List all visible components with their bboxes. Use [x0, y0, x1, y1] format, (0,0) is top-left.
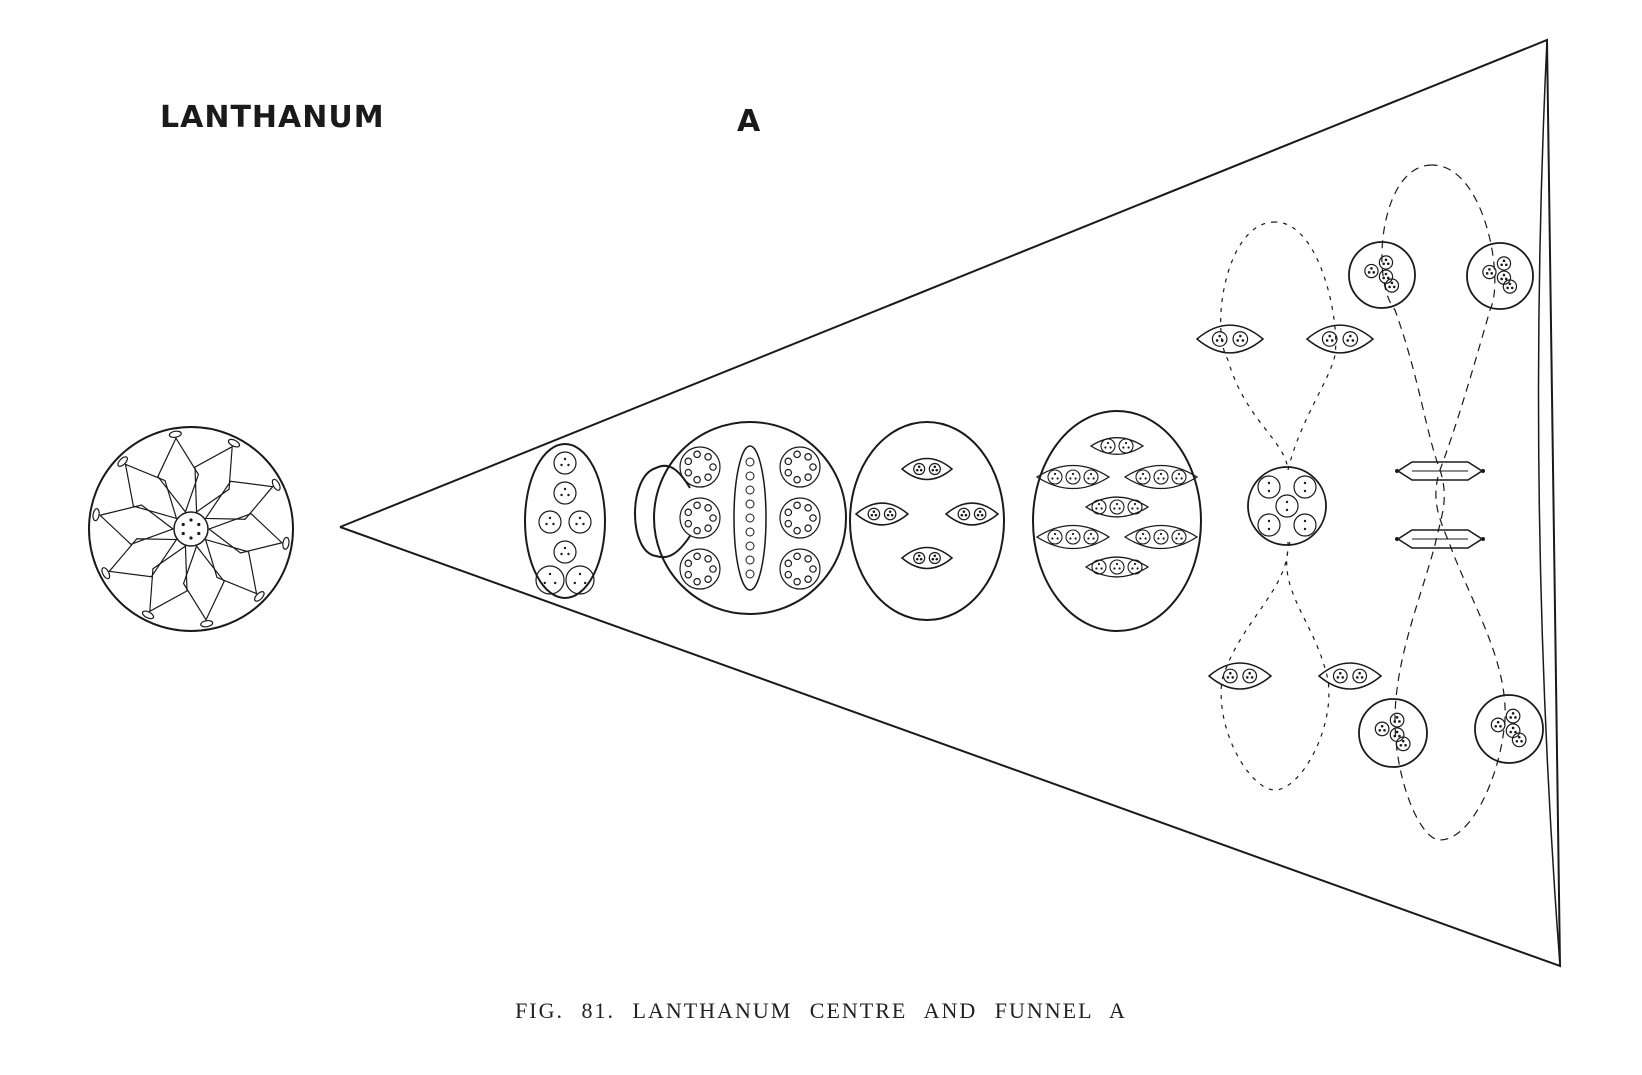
funnel-outline: [340, 40, 1560, 966]
figure-caption: FIG. 81. LANTHANUM CENTRE AND FUNNEL A: [515, 998, 1127, 1023]
funnel-letter-label: A: [737, 104, 762, 139]
funnel-body-1: [525, 444, 605, 598]
element-name-heading: LANTHANUM: [160, 100, 385, 135]
funnel-body-4: [1033, 411, 1201, 631]
funnel-dashed-loops-2: [1349, 165, 1543, 840]
funnel-body-3: [850, 422, 1004, 620]
funnel-body-2: [635, 422, 846, 614]
funnel-dashed-loops-1: [1197, 222, 1381, 790]
lanthanum-centre-sphere: [89, 427, 293, 631]
